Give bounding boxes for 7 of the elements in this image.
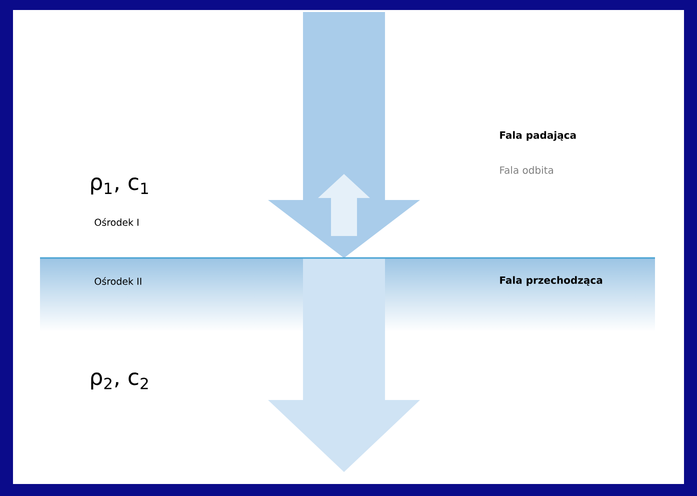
wave-label: Fala przechodząca — [500, 276, 602, 286]
wave-label: Fala padająca — [500, 131, 576, 141]
medium-label: Ośrodek II — [94, 277, 142, 285]
medium-label: Ośrodek I — [94, 218, 138, 226]
wave-label: Fala odbita — [500, 166, 553, 174]
symbol-label: ρ$_{2}$, c$_{2}$ — [91, 372, 148, 390]
symbol-label: ρ$_{1}$, c$_{1}$ — [91, 178, 148, 194]
